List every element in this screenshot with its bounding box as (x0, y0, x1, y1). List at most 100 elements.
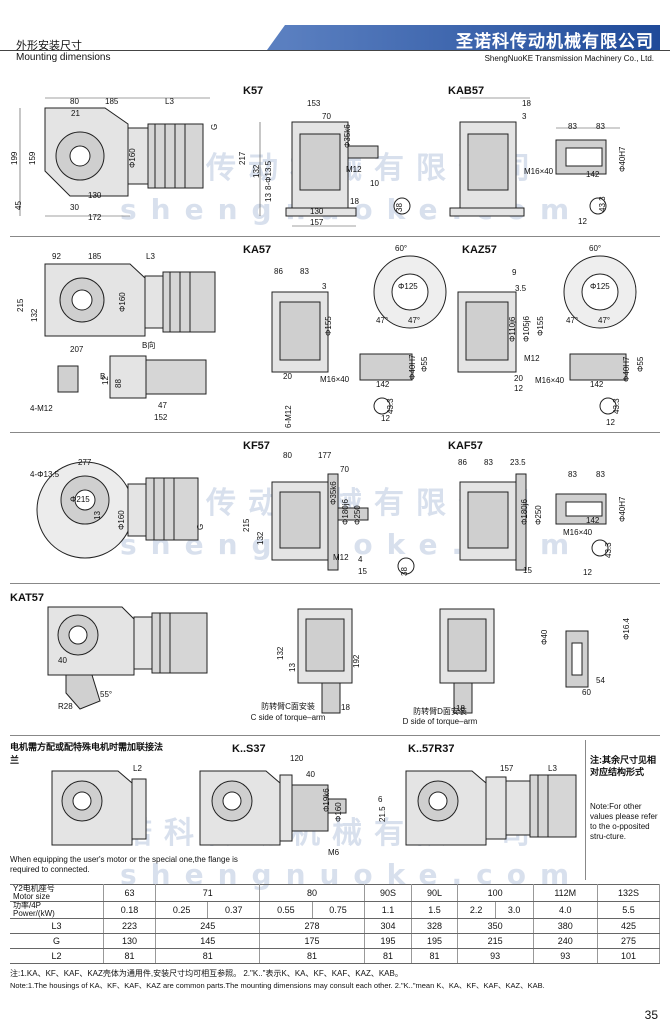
dim-label: 6 (378, 795, 383, 804)
dim-label: 23.5 (510, 458, 526, 467)
dim-label: 43.3 (604, 542, 613, 558)
dim-label: 192 (352, 654, 361, 668)
dim-label: 215 (16, 298, 25, 312)
c-side-caption-en: C side of torque–arm (250, 713, 326, 722)
dim-label: 40 (58, 656, 67, 665)
panel-divider (10, 236, 660, 237)
dim-label: 47° (598, 316, 611, 325)
dim-label: 12 (578, 217, 587, 226)
dim-label: 3 (322, 282, 327, 291)
panel-divider (10, 583, 660, 584)
kf57-kaf57-drawing (36, 461, 609, 575)
dim-label: 132 (252, 164, 261, 178)
dim-label: Φ125 (398, 282, 418, 291)
dim-label: Φ55 (636, 356, 645, 372)
model-label: KAT57 (10, 592, 45, 604)
dim-label: G (210, 123, 219, 130)
table-cell: 81 (259, 948, 365, 964)
dim-label: 157 (500, 764, 514, 773)
dim-label: 185 (88, 252, 102, 261)
dim-label: 60° (395, 244, 408, 253)
dim-label: 12 (514, 384, 523, 393)
dim-label: 83 (300, 267, 309, 276)
kat57-drawing (47, 606, 589, 714)
table-cell: 101 (597, 948, 661, 964)
dim-label: M6 (328, 848, 340, 857)
dim-label: 217 (238, 151, 247, 165)
table-row: 功率/4P Power/(kW) 0.18 0.25 0.37 0.55 0.7… (10, 901, 661, 919)
dim-label: 38 (400, 567, 409, 576)
dim-label: 60° (589, 244, 602, 253)
table-cell: 425 (597, 918, 661, 934)
dim-label: Φ125 (590, 282, 610, 291)
table-cell: 328 (411, 918, 458, 934)
table-cell: 81 (155, 948, 261, 964)
model-label: KAB57 (448, 85, 485, 97)
dim-label: 157 (310, 218, 324, 227)
dim-label: Φ40H7 (622, 356, 631, 382)
table-cell: 195 (364, 933, 413, 949)
dim-label: 12 (381, 414, 390, 423)
table-cell: 130 (103, 933, 157, 949)
dim-label: 142 (586, 516, 600, 525)
footnote-cn: 注:1.KA、KF、KAF、KAZ壳体为通用件,安装尺寸均可相互参照。 2."K… (10, 969, 403, 978)
model-label: KA57 (243, 244, 272, 256)
dim-label: 3.5 (515, 284, 527, 293)
dim-label: 60 (582, 688, 591, 697)
dim-label: 83 (568, 470, 577, 479)
section-title-en: Mounting dimensions (16, 52, 111, 63)
model-label: K..57R37 (408, 743, 455, 755)
table-cell: 195 (411, 933, 458, 949)
dim-label: 70 (340, 465, 349, 474)
table-cell: 215 (457, 933, 534, 949)
dim-label: Φ40H7 (618, 496, 627, 522)
ka57-kaz57-drawing (44, 255, 637, 415)
table-row-label: L2 (10, 948, 104, 964)
dim-label: B向 (142, 341, 156, 350)
table-cell: 100 (457, 884, 534, 902)
k57-kab57-drawing (19, 97, 620, 227)
table-cell: 93 (533, 948, 598, 964)
power-header-cn: 功率/4P (13, 901, 42, 910)
dim-label: 88 (114, 379, 123, 388)
table-row: G 130 145 175 195 195 215 240 275 (10, 933, 661, 949)
model-label: KAZ57 (462, 244, 497, 256)
dim-label: 45 (14, 201, 23, 210)
dim-label: 20 (514, 374, 523, 383)
table-cell: 240 (533, 933, 598, 949)
table-cell: 5.5 (597, 901, 661, 919)
dim-label: 18 (341, 703, 350, 712)
dim-label: 83 (568, 122, 577, 131)
table-cell: 4.0 (533, 901, 598, 919)
dim-label: 15 (523, 566, 532, 575)
dim-label: 86 (458, 458, 467, 467)
dim-label: L3 (146, 252, 155, 261)
table-header-cell: 功率/4P Power/(kW) (10, 901, 104, 919)
dim-label: 80 (283, 451, 292, 460)
table-cell: 3.0 (495, 901, 534, 919)
dim-label: B (100, 372, 106, 381)
table-cell: 63 (103, 884, 157, 902)
dim-label: Φ35k6 (343, 124, 352, 148)
table-cell: 81 (364, 948, 413, 964)
model-label: K57 (243, 85, 264, 97)
table-cell: 81 (411, 948, 458, 964)
dim-label: 277 (78, 458, 92, 467)
dim-label: 18 (522, 99, 531, 108)
dim-label: 43.3 (598, 196, 607, 212)
dim-label: 47° (408, 316, 421, 325)
dim-label: 152 (154, 413, 168, 422)
dim-label: Φ105j6 (522, 316, 531, 342)
dim-label: 9 (512, 268, 517, 277)
dim-label: Φ155 (324, 316, 333, 336)
dim-label: Φ160 (128, 148, 137, 168)
dim-label: Φ16.4 (622, 618, 631, 640)
table-header-en: Motor size (13, 892, 50, 901)
table-cell: 245 (155, 918, 261, 934)
table-row: L2 81 81 81 81 81 93 93 101 (10, 948, 661, 964)
dim-label: G (196, 523, 205, 530)
table-cell: 0.55 (259, 901, 313, 919)
dim-label: 80 (70, 97, 79, 106)
table-cell: 0.75 (312, 901, 365, 919)
dim-label: 54 (596, 676, 605, 685)
